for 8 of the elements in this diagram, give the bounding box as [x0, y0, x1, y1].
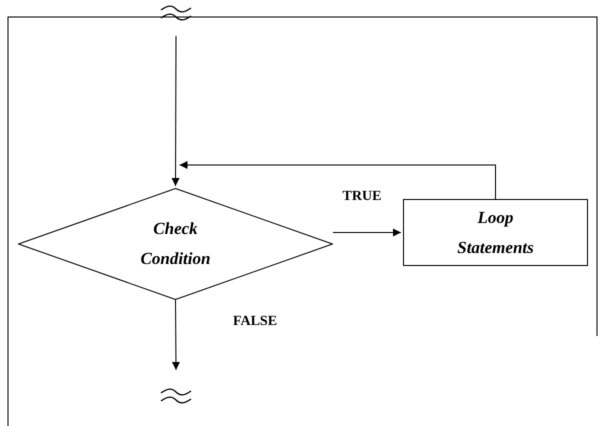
node-label: Check Condition — [140, 218, 212, 270]
process-box — [403, 199, 588, 266]
arrow — [172, 36, 180, 186]
node-label: Loop Statements — [456, 206, 535, 258]
decision-diamond — [18, 188, 333, 300]
arrow — [172, 300, 180, 370]
arrow — [179, 161, 496, 200]
arrow — [332, 228, 402, 236]
